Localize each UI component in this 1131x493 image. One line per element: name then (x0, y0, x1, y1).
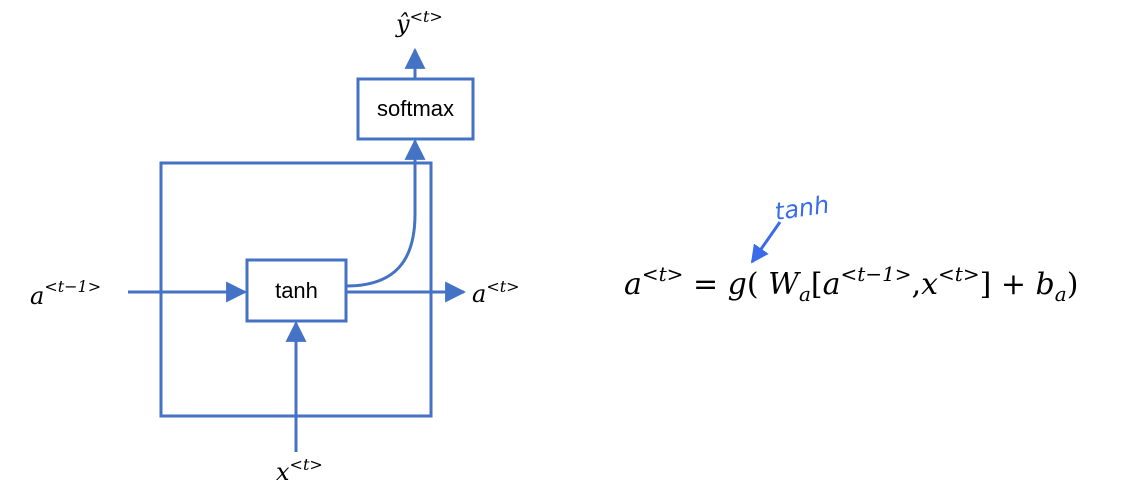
x-in-label: x<t> (276, 455, 323, 486)
softmax-label: softmax (377, 96, 454, 121)
tanh-label: tanh (275, 278, 318, 303)
annotation-arrow (750, 221, 782, 264)
y-hat-label: ŷ<t> (395, 7, 443, 38)
a-prev-label: a<t−1> (30, 277, 101, 310)
activation-equation: a<t> = g( Wa[a<t−1>,x<t>] + ba) (624, 262, 1078, 306)
tanh-annotation: tanh (773, 191, 831, 226)
a-out-label: a<t> (472, 277, 520, 308)
tanh-to-softmax-arrow (345, 138, 426, 288)
